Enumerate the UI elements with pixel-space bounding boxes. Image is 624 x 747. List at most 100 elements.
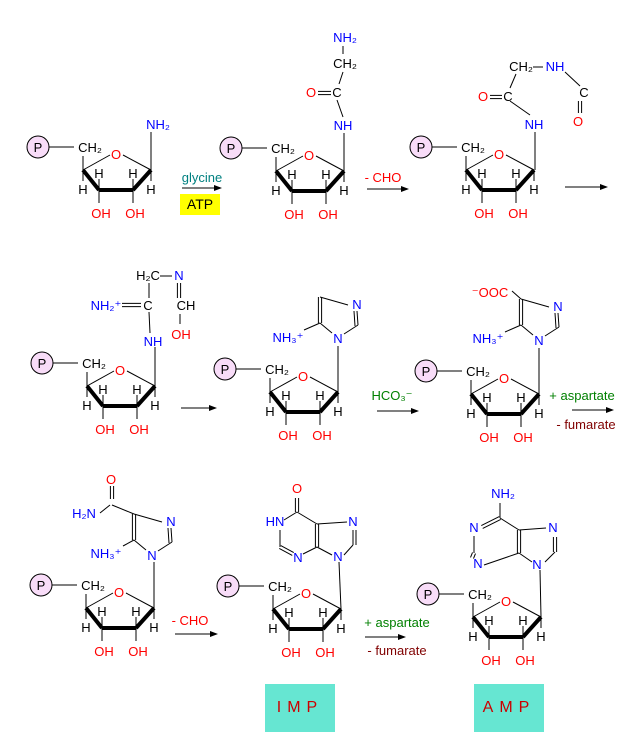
bond <box>316 546 333 556</box>
ring-oxygen-label: O <box>501 594 511 609</box>
amine-label: NH₂ <box>333 30 357 45</box>
bond <box>99 504 111 514</box>
purine-n9-label: N <box>333 549 342 564</box>
bond <box>133 513 163 523</box>
amine-label: NH₂ <box>146 117 170 132</box>
hydroxyl-label: OH <box>474 206 494 221</box>
bond <box>509 73 517 89</box>
ring-oxygen-label: O <box>114 585 124 600</box>
bond <box>122 539 135 547</box>
imidazole-n1-label: N <box>534 333 543 348</box>
h-label: H <box>284 605 293 620</box>
hydroxyl-label: OH <box>278 428 298 443</box>
bond <box>302 546 318 555</box>
bond <box>309 376 339 393</box>
hydroxyl-label: OH <box>318 207 338 222</box>
amidine-carbon-label: C <box>143 298 152 313</box>
hydroxyl-label: OH <box>515 653 535 668</box>
purine-n1-label: N <box>469 520 478 535</box>
h-label: H <box>97 604 106 619</box>
ribose-bold-bond <box>324 169 346 193</box>
bond <box>518 527 547 531</box>
h-label: H <box>466 406 475 421</box>
ribose-bold-bond <box>135 384 157 408</box>
hydroxyl-label: OH <box>129 422 149 437</box>
bond <box>111 504 135 515</box>
bond <box>483 552 520 566</box>
bond <box>279 547 293 556</box>
h-label: H <box>468 629 477 644</box>
hydroxyl-label: OH <box>479 430 499 445</box>
amine-label: NH₂ <box>491 486 515 501</box>
reaction-arrow-head <box>401 186 409 192</box>
ribose-bold-bond <box>469 392 489 416</box>
ch2-label: CH₂ <box>461 140 485 155</box>
bond <box>280 545 294 554</box>
ch2-label: CH₂ <box>509 59 533 74</box>
h-label: H <box>339 183 348 198</box>
phosphate-label: P <box>422 364 431 379</box>
amide-nh2-label: H₂N <box>72 506 96 521</box>
bond <box>512 601 542 618</box>
ring-oxygen-label: O <box>499 371 509 386</box>
ammonium-label: NH₃⁺ <box>91 546 122 561</box>
aspartate-add-label: + aspartate <box>549 388 614 403</box>
nh-label: NH <box>546 59 565 74</box>
ch2-label: CH₂ <box>81 578 105 593</box>
carboxylate-label: ⁻OOC <box>472 285 508 300</box>
h-label: H <box>333 404 342 419</box>
ch2-label: CH₂ <box>468 587 492 602</box>
bond <box>564 71 581 87</box>
bond <box>482 518 501 529</box>
h-label: H <box>81 620 90 635</box>
reaction-arrow-head <box>209 405 217 411</box>
ch2-label: CH₂ <box>271 141 295 156</box>
h-label: H <box>336 621 345 636</box>
phosphate-label: P <box>227 141 236 156</box>
ring-oxygen-label: O <box>304 148 314 163</box>
imidazole-n3-label: N <box>352 297 361 312</box>
ribose-bold-bond <box>514 168 536 192</box>
ring-oxygen-label: O <box>111 147 121 162</box>
bond <box>122 154 152 171</box>
bond <box>133 539 147 551</box>
purine-n7-label: N <box>348 514 357 529</box>
nh-label: NH <box>525 117 544 132</box>
bond <box>315 155 345 172</box>
hydroxyl-label: OH <box>171 327 191 342</box>
h-label: H <box>516 390 525 405</box>
ring-oxygen-label: O <box>115 363 125 378</box>
ribose-bold-bond <box>318 390 340 414</box>
reaction-arrow-head <box>606 407 614 413</box>
h-label: H <box>131 604 140 619</box>
h-label: H <box>132 382 141 397</box>
bond <box>167 527 170 544</box>
fumarate-loss-label: - fumarate <box>367 643 426 658</box>
phosphate-label: P <box>34 140 43 155</box>
ribose-bold-bond <box>268 390 288 414</box>
imidazole-n1-label: N <box>147 548 156 563</box>
ammonium-label: NH₃⁺ <box>473 331 504 346</box>
iminium-label: NH₂⁺ <box>91 298 122 313</box>
bond <box>319 296 349 306</box>
h-label: H <box>265 404 274 419</box>
bond <box>473 553 476 559</box>
purine-n3-label: N <box>293 550 302 565</box>
bond <box>557 312 560 328</box>
bond <box>353 310 356 327</box>
bond <box>336 99 344 118</box>
ribose-bold-bond <box>84 606 104 630</box>
hydroxyl-label: OH <box>91 206 111 221</box>
h-label: H <box>529 182 538 197</box>
h-label: H <box>536 629 545 644</box>
bond <box>505 154 535 171</box>
ch2-label: CH₂ <box>265 362 289 377</box>
aspartate-add-label: + aspartate <box>364 615 429 630</box>
carbonyl-oxygen-label: O <box>292 481 302 496</box>
imine-n-label: N <box>174 268 183 283</box>
bond <box>82 154 111 171</box>
reaction-arrow-head <box>210 631 218 637</box>
h-label: H <box>146 182 155 197</box>
hydroxyl-label: OH <box>513 430 533 445</box>
h-label: H <box>268 621 277 636</box>
